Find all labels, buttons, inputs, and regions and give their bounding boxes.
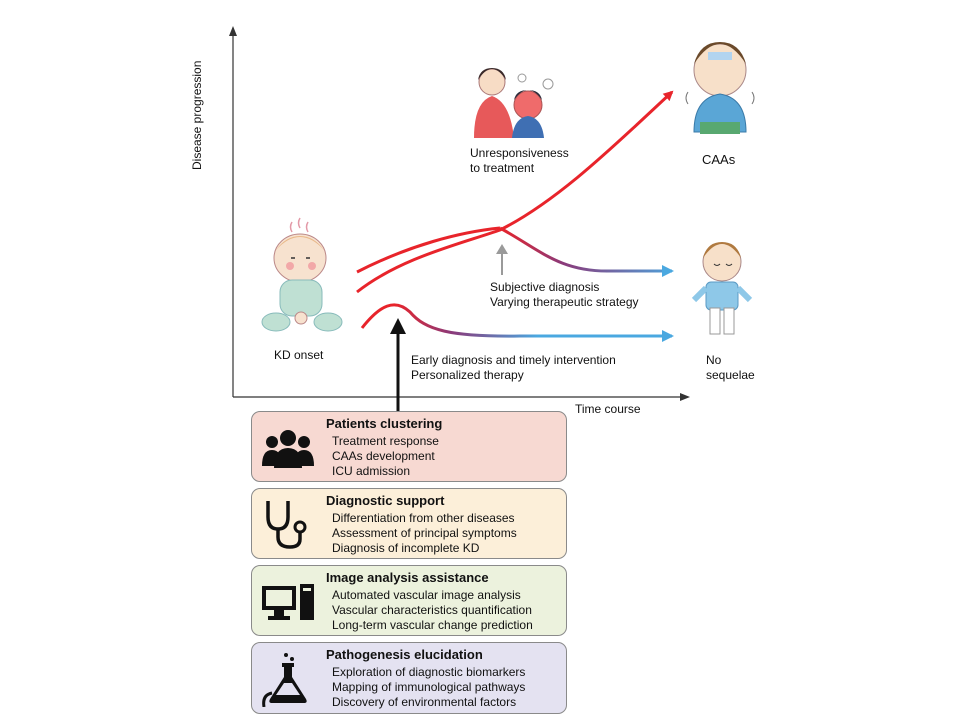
caas-progression-curve	[356, 90, 674, 294]
y-axis-label: Disease progression	[190, 60, 204, 170]
no-label: No	[706, 353, 722, 367]
people-icon	[262, 430, 314, 468]
early-intervention-curve	[360, 303, 674, 342]
stethoscope-icon	[266, 501, 307, 549]
healthy-child-illustration	[691, 242, 753, 335]
caas-label: CAAs	[702, 152, 736, 167]
image-analysis-title: Image analysis assistance	[326, 570, 489, 585]
diagnostic-support-box: Diagnostic support Differentiation from …	[251, 488, 567, 559]
diagnostic-support-title: Diagnostic support	[326, 493, 445, 508]
patients-clustering-title: Patients clustering	[326, 416, 443, 431]
unresponsiveness-label: Unresponsiveness	[470, 146, 569, 160]
computer-icon	[262, 584, 314, 620]
image-analysis-box: Image analysis assistance Automated vasc…	[251, 565, 567, 636]
box-item: Vascular characteristics quantification	[332, 603, 532, 617]
to-treatment-label: to treatment	[470, 161, 535, 175]
pathogenesis-box: Pathogenesis elucidation Exploration of …	[251, 642, 567, 714]
box-item: Long-term vascular change prediction	[332, 618, 533, 632]
kd-onset-label: KD onset	[274, 348, 324, 362]
subjective-diagnosis-label: Subjective diagnosis	[490, 280, 600, 294]
y-axis-arrow	[229, 26, 237, 36]
box-item: ICU admission	[332, 464, 411, 478]
pathogenesis-title: Pathogenesis elucidation	[326, 647, 483, 662]
box-item: Mapping of immunological pathways	[332, 680, 526, 694]
sequelae-label: sequelae	[706, 368, 755, 382]
box-item: Assessment of principal symptoms	[332, 526, 517, 540]
box-item: Exploration of diagnostic biomarkers	[332, 665, 526, 679]
x-axis-arrow	[680, 393, 690, 401]
subjective-diagnosis-curve	[499, 226, 674, 277]
box-item: Differentiation from other diseases	[332, 511, 515, 525]
box-item: CAAs development	[332, 449, 435, 463]
early-diagnosis-label: Early diagnosis and timely intervention	[411, 353, 616, 367]
onset-upper-curve	[356, 226, 501, 274]
box-item: Diagnosis of incomplete KD	[332, 541, 480, 555]
box-item: Automated vascular image analysis	[332, 588, 521, 602]
varying-strategy-label: Varying therapeutic strategy	[490, 295, 639, 309]
x-axis-label: Time course	[575, 402, 641, 416]
box-item: Treatment response	[332, 434, 439, 448]
subjective-arrow-head	[496, 244, 508, 254]
sick-child-illustration	[685, 42, 755, 134]
flask-icon	[262, 653, 307, 707]
ai-arrow-head	[390, 318, 406, 334]
baby-onset-illustration	[261, 217, 343, 332]
mother-child-illustration	[474, 68, 554, 138]
patients-clustering-box: Patients clustering Treatment response C…	[251, 411, 567, 482]
personalized-therapy-label: Personalized therapy	[411, 368, 524, 382]
box-item: Discovery of environmental factors	[332, 695, 517, 709]
